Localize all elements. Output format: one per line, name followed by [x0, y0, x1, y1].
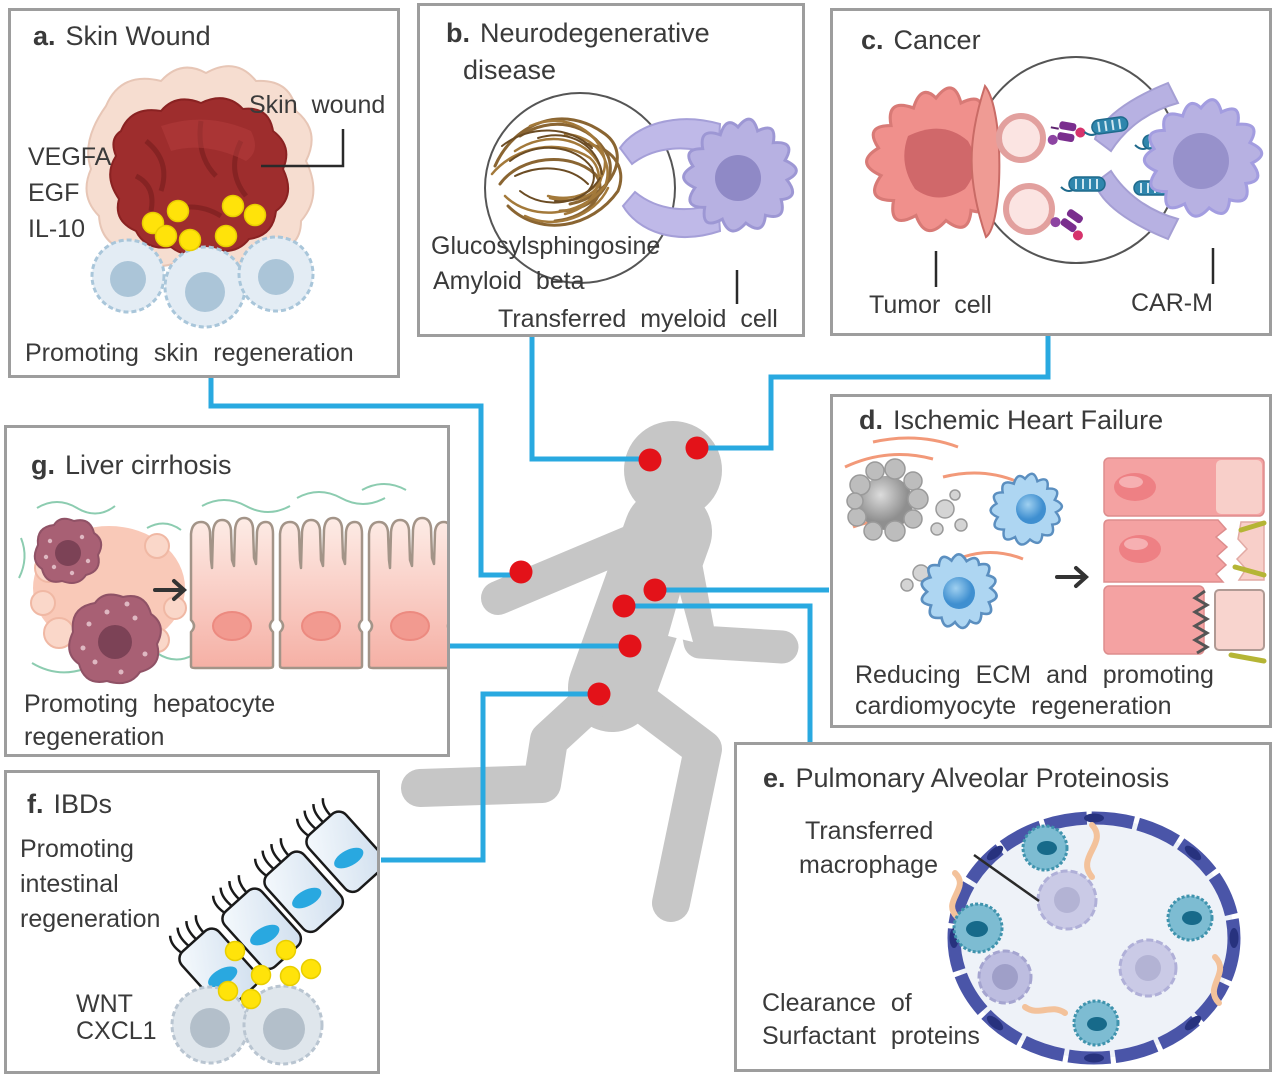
marker-arm — [509, 560, 533, 584]
skin-wound-label: Skin wound — [249, 91, 386, 119]
cardiac-muscle — [1103, 457, 1267, 664]
panel-a-title: a.Skin Wound — [33, 21, 211, 51]
liver-illustration — [18, 483, 447, 685]
myeloid-cell-nucleus — [715, 155, 761, 201]
resident-macrophages — [952, 824, 1214, 1047]
panel-e-caption-1: Clearance of — [762, 989, 912, 1017]
tumor-membrane-crescent — [970, 83, 1001, 239]
fibrosis-squiggles — [18, 483, 407, 674]
arm-torso-gap — [668, 594, 693, 642]
panel-g-caption-1: Promoting hepatocyte — [24, 690, 276, 718]
panel-g-caption-2: regeneration — [24, 723, 165, 751]
surfactant-squiggles — [949, 822, 1224, 1016]
macrophage-nucleus-2 — [943, 577, 975, 609]
secreted-factor-dots-f — [217, 939, 322, 1010]
intestine-illustration — [168, 797, 377, 1066]
myeloid-cell-label: Transferred myeloid cell — [498, 305, 778, 333]
marker-chest — [643, 578, 667, 602]
panel-neurodegenerative: b.Neurodegenerative disease Glucosylsphi… — [417, 3, 805, 337]
kupffer-cell-1 — [33, 517, 103, 584]
car-m-nucleus — [1173, 133, 1229, 189]
panel-f-caption-2: intestinal — [20, 870, 119, 898]
antigen-complex-1 — [1047, 121, 1086, 145]
connector-lung — [624, 603, 813, 742]
panel-b-title-line1: b.Neurodegenerative — [446, 18, 710, 48]
marker-liver — [618, 634, 642, 658]
suture-coil — [1192, 589, 1210, 655]
connector-ibd — [381, 691, 599, 863]
macrophage-nucleus-1 — [1016, 494, 1046, 524]
ecm-fibers — [844, 436, 1024, 561]
car-m-label: CAR-M — [1131, 289, 1213, 317]
connector-neuro — [529, 337, 650, 462]
panel-d-title: d.Ischemic Heart Failure — [859, 405, 1164, 435]
amyloid-tangle — [490, 117, 623, 227]
transition-arrow-g — [153, 579, 187, 601]
wound-pointer-line — [261, 129, 345, 168]
secreted-factor-dots — [141, 194, 267, 252]
connector-skin-wound — [208, 378, 521, 578]
panel-g-title: g.Liver cirrhosis — [31, 450, 232, 480]
injection-markers — [509, 436, 709, 706]
marker-lung — [612, 594, 636, 618]
hepatocytes — [189, 516, 447, 670]
macrophage-cells — [90, 235, 315, 329]
panel-d-caption-1: Reducing ECM and promoting — [855, 661, 1214, 689]
marker-head-left — [638, 448, 662, 472]
panel-d-caption-2: cardiomyocyte regeneration — [855, 692, 1172, 720]
cell-debris — [900, 489, 968, 592]
panel-b-title-line2: disease — [463, 55, 557, 85]
panel-liver: g.Liver cirrhosis Promoting hepatocyte r… — [4, 425, 450, 757]
panel-a-letter: a. — [33, 21, 56, 51]
heart-illustration — [844, 436, 1267, 664]
connector-lines — [208, 336, 1051, 863]
dying-cell-cluster — [846, 458, 929, 542]
panel-f-title: f.IBDs — [27, 789, 113, 819]
panel-a-caption: Promoting skin regeneration — [25, 339, 354, 367]
aggregate-label-2: Amyloid beta — [433, 267, 585, 295]
panel-e-caption-2: Surfactant proteins — [762, 1022, 980, 1050]
molecule-label-cxcl1: CXCL1 — [76, 1017, 157, 1045]
skin-wound-illustration — [85, 65, 345, 329]
connector-cancer — [697, 336, 1051, 451]
car-m-pseudopods — [1093, 81, 1180, 241]
cancer-illustration — [865, 56, 1264, 287]
human-figure — [401, 421, 799, 922]
panel-cancer: c.Cancer Tumor cell CAR-M — [830, 8, 1272, 336]
marker-gut — [587, 682, 611, 706]
panel-f-caption-3: regeneration — [20, 905, 161, 933]
marker-head-right — [685, 436, 709, 460]
panel-skin-wound: a.Skin Wound Skin wound VEGFA EGF IL-10 … — [8, 8, 400, 378]
panel-pulmonary: e.Pulmonary Alveolar Proteinosis Transfe… — [734, 742, 1272, 1072]
transferred-macrophage-cells — [977, 869, 1178, 1005]
tumor-cell-label: Tumor cell — [869, 291, 992, 319]
macrophage-pointer-line — [973, 853, 1040, 903]
antigen-complex-2 — [1050, 209, 1083, 241]
panel-f-caption-1: Promoting — [20, 835, 134, 863]
transferred-macrophage-label-2: macrophage — [799, 851, 938, 879]
transition-arrow — [1055, 566, 1089, 588]
panel-e-title: e.Pulmonary Alveolar Proteinosis — [763, 763, 1170, 793]
panel-ibd: f.IBDs Promoting intestinal regeneration… — [4, 770, 380, 1074]
transferred-macrophage-label-1: Transferred — [805, 817, 934, 845]
tumor-cell-nucleus — [904, 128, 975, 198]
molecule-labels-a: VEGFA EGF IL-10 — [28, 143, 112, 243]
epithelial-cells — [168, 797, 377, 1011]
panel-c-title: c.Cancer — [861, 25, 981, 55]
neuro-illustration — [484, 92, 798, 304]
molecule-label-wnt: WNT — [76, 990, 133, 1018]
aggregate-label-1: Glucosylsphingosine — [431, 232, 661, 260]
panel-heart-failure: d.Ischemic Heart Failure Reducing ECM an… — [830, 394, 1272, 728]
vesicles — [996, 113, 1055, 235]
alveolus-wall-nuclei — [949, 813, 1239, 1063]
kupffer-cell-2 — [68, 593, 162, 685]
alveolus-illustration — [947, 811, 1241, 1065]
macrophage-cells-f — [170, 984, 324, 1066]
